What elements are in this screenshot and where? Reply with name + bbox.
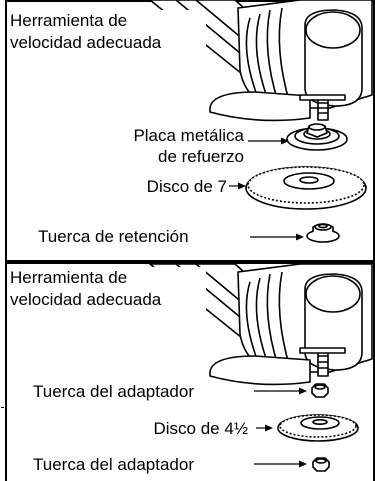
bottom-disc: [277, 414, 359, 442]
top-backing-plate: [286, 123, 348, 151]
bottom-title-line1: Herramienta de: [10, 268, 128, 287]
top-grinder-illustration: [149, 0, 373, 243]
bottom-adapter-nut-lower: [312, 457, 330, 472]
bottom-label-adapter-nut-lower: Tuerca del adaptador: [33, 455, 194, 474]
bottom-panel-title: Herramienta de velocidad adecuada: [10, 267, 206, 311]
top-panel: Herramienta de velocidad adecuada Placa …: [5, 0, 375, 262]
top-title-line1: Herramienta de: [10, 11, 128, 30]
top-spindle: [317, 97, 329, 121]
backing-plate-label-line1: Placa metálica: [133, 126, 244, 145]
top-label-retaining-nut: Tuerca de retención: [38, 227, 189, 246]
backing-plate-label-line2: de refuerzo: [158, 147, 244, 166]
bottom-adapter-nut-upper: [311, 383, 329, 398]
top-guard: [209, 91, 311, 122]
top-panel-title: Herramienta de velocidad adecuada: [10, 10, 206, 54]
top-retaining-nut: [306, 223, 340, 243]
bottom-title-line2: velocidad adecuada: [10, 290, 162, 309]
bottom-spindle: [317, 349, 329, 377]
top-label-disc: Disco de 7: [146, 177, 227, 196]
bottom-label-adapter-nut-upper: Tuerca del adaptador: [33, 382, 194, 401]
top-label-backing-plate: Placa metálica de refuerzo: [60, 125, 244, 167]
top-disc: [245, 166, 367, 210]
margin-tick-mark: [1, 407, 4, 408]
top-title-line2: velocidad adecuada: [10, 33, 162, 52]
bottom-label-disc: Disco de 4½: [153, 419, 249, 438]
bottom-guard: [209, 355, 311, 386]
bottom-panel-frame: [5, 262, 375, 481]
bottom-panel: Herramienta de velocidad adecuada Tuerca…: [0, 262, 375, 481]
